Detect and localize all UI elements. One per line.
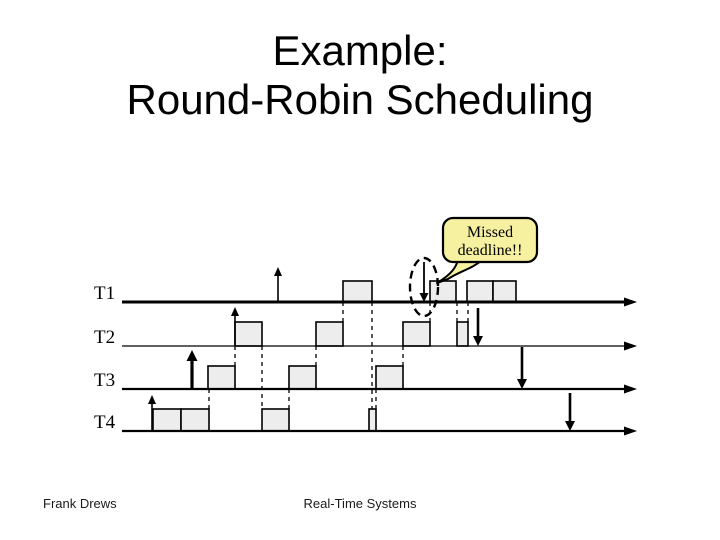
slide-title: Example: Round-Robin Scheduling xyxy=(0,26,720,124)
task-execution-box xyxy=(180,408,210,432)
task-label: T1 xyxy=(94,283,115,304)
deadline-arrowhead-icon xyxy=(419,293,429,302)
task-execution-box xyxy=(342,280,373,303)
missed-deadline-ellipse xyxy=(408,256,440,318)
task-execution-box xyxy=(152,408,182,432)
task-execution-box xyxy=(375,365,404,390)
task-execution-box xyxy=(288,365,317,390)
release-arrowhead-icon xyxy=(231,307,239,316)
title-line-2: Round-Robin Scheduling xyxy=(126,76,594,123)
task-execution-box xyxy=(402,321,431,347)
task-execution-box xyxy=(456,321,469,347)
timeline-arrowhead-icon xyxy=(624,384,637,394)
missed-deadline-callout xyxy=(441,216,539,264)
task-execution-box xyxy=(368,408,377,432)
timeline-arrowhead-icon xyxy=(624,426,637,436)
task-execution-box xyxy=(234,321,263,347)
title-line-1: Example: xyxy=(272,27,448,74)
footer-course: Real-Time Systems xyxy=(303,496,417,511)
task-execution-box xyxy=(492,280,517,303)
callout-tail xyxy=(436,259,483,284)
task-label: T3 xyxy=(94,370,115,391)
task-execution-box xyxy=(261,408,290,432)
task-execution-box xyxy=(429,280,457,303)
task-execution-box xyxy=(315,321,344,347)
release-arrowhead-icon xyxy=(186,350,198,361)
timeline-arrowhead-icon xyxy=(624,297,637,307)
deadline-arrowhead-icon xyxy=(473,336,483,346)
deadline-arrowhead-icon xyxy=(517,379,527,389)
deadline-arrowhead-icon xyxy=(565,421,575,431)
release-arrowhead-icon xyxy=(148,395,156,404)
timeline-arrowhead-icon xyxy=(624,341,637,351)
callout-text-line2: deadline!! xyxy=(458,242,523,259)
footer-author: Frank Drews xyxy=(43,496,117,511)
task-execution-box xyxy=(207,365,236,390)
task-label: T2 xyxy=(94,327,115,348)
callout-text-line1: Missed xyxy=(467,224,513,241)
task-execution-box xyxy=(466,280,494,303)
task-label: T4 xyxy=(94,412,116,433)
release-arrowhead-icon xyxy=(274,267,282,276)
